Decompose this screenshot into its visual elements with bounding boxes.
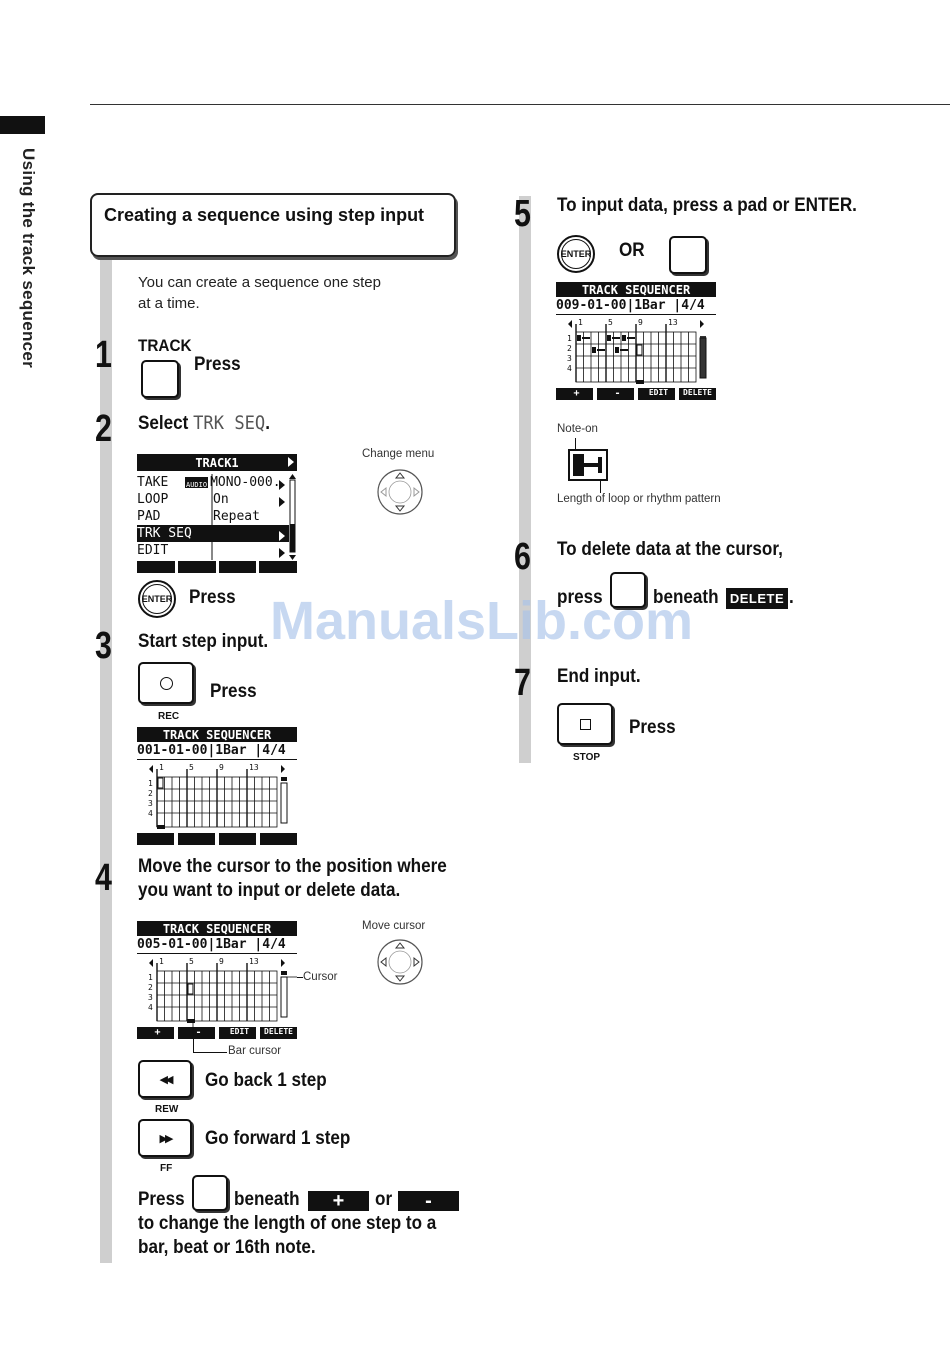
step-number-7: 7 bbox=[514, 662, 531, 704]
cursor-label: Cursor bbox=[303, 971, 338, 983]
rec-key-button[interactable] bbox=[138, 662, 194, 704]
menu-row-take[interactable]: TAKE AUDIO MONO-000. bbox=[137, 475, 281, 490]
stop-key-label: STOP bbox=[573, 752, 601, 763]
minus-soft-key[interactable]: - bbox=[398, 1190, 459, 1212]
intro-text: You can create a sequence one step at a … bbox=[138, 274, 381, 312]
track-key-button[interactable] bbox=[141, 360, 179, 398]
rew-key-label: REW bbox=[155, 1104, 179, 1115]
step6-beneath: beneath bbox=[653, 587, 719, 608]
step3-press: Press bbox=[210, 681, 257, 702]
section-tab-mark bbox=[0, 116, 45, 134]
pad-button[interactable] bbox=[669, 236, 707, 274]
dial-pad-icon[interactable] bbox=[376, 938, 424, 986]
step4-heading: Move the cursor to the position where yo… bbox=[138, 856, 447, 901]
note-on-label: Note-on bbox=[557, 423, 598, 435]
sequencer-screen-cursor: TRACK SEQUENCER 005-01-00|1Bar |4/4 1 5 … bbox=[137, 921, 297, 1039]
step5-or: OR bbox=[619, 240, 645, 261]
rew-key-button[interactable]: ◀◀ bbox=[138, 1060, 192, 1098]
enter-key-icon[interactable]: ENTER bbox=[557, 235, 595, 273]
note-on-leader bbox=[575, 438, 576, 450]
step-grid-input bbox=[556, 320, 716, 400]
step-number-4: 4 bbox=[95, 857, 112, 899]
stop-key-button[interactable] bbox=[557, 703, 613, 745]
step4-tail: to change the length of one step to a ba… bbox=[138, 1213, 437, 1258]
function-key-button[interactable] bbox=[192, 1175, 228, 1211]
screen-title: TRACK1 bbox=[137, 454, 297, 471]
function-key-button[interactable] bbox=[610, 572, 646, 608]
step4-press: Press bbox=[138, 1189, 185, 1210]
tick-labels: 1 5 9 13 bbox=[159, 763, 259, 772]
step7-press: Press bbox=[629, 717, 676, 738]
top-rule bbox=[90, 104, 950, 105]
step6-period: . bbox=[789, 587, 794, 608]
length-leader bbox=[600, 481, 601, 493]
step6-press: press bbox=[557, 587, 603, 608]
sequencer-screen-input: TRACK SEQUENCER 009-01-00|1Bar |4/4 1 5 … bbox=[556, 282, 716, 400]
left-step-stripe bbox=[100, 260, 112, 1263]
step-number-3: 3 bbox=[95, 625, 112, 667]
side-title: Using the track sequencer bbox=[19, 148, 38, 369]
menu-row-loop[interactable]: LOOP On bbox=[137, 492, 229, 507]
go-forward-label: Go forward 1 step bbox=[205, 1128, 351, 1149]
ff-key-button[interactable]: ▶▶ bbox=[138, 1119, 192, 1157]
enter-key-icon[interactable]: ENTER bbox=[138, 580, 176, 618]
plus-soft-key[interactable]: + bbox=[308, 1190, 369, 1212]
move-cursor-label: Move cursor bbox=[362, 920, 426, 932]
trk-seq-param: TRK SEQ bbox=[193, 412, 266, 434]
step3-heading: Start step input. bbox=[138, 631, 269, 652]
soft-key-labels: + - EDIT DELETE bbox=[154, 1027, 293, 1038]
menu-row-pad[interactable]: PAD Repeat bbox=[137, 509, 260, 524]
step2-press: Press bbox=[189, 587, 236, 608]
length-label: Length of loop or rhythm pattern bbox=[557, 493, 721, 505]
bar-cursor-label: Bar cursor bbox=[228, 1045, 282, 1057]
note-on-detail-icon bbox=[568, 449, 608, 481]
bar-cursor-leader-h bbox=[193, 1052, 227, 1053]
sequencer-screen-start: TRACK SEQUENCER 001-01-00|1Bar |4/4 1 5 … bbox=[137, 727, 297, 845]
step1-press: Press bbox=[194, 354, 241, 375]
dial-pad-icon[interactable] bbox=[376, 468, 424, 516]
step2-heading: Select TRK SEQ. bbox=[138, 412, 270, 434]
change-menu-label: Change menu bbox=[362, 448, 435, 460]
track1-menu-screen: TRACK1 TAKE AUDIO MONO-000. LOOP On PAD … bbox=[137, 454, 297, 573]
menu-separators bbox=[211, 474, 296, 560]
step-number-5: 5 bbox=[514, 193, 531, 235]
cursor-leader bbox=[297, 977, 303, 978]
step-number-2: 2 bbox=[95, 408, 112, 450]
step-grid bbox=[137, 765, 297, 845]
step-number-6: 6 bbox=[514, 536, 531, 578]
menu-row-trk-seq-selected[interactable]: TRK SEQ bbox=[137, 525, 289, 542]
row-labels: 1 2 3 4 bbox=[148, 779, 153, 818]
record-circle-icon bbox=[159, 676, 173, 690]
step6-heading: To delete data at the cursor, bbox=[557, 539, 783, 560]
step-grid-cursor bbox=[137, 959, 297, 1039]
soft-key-bar bbox=[137, 561, 297, 573]
audio-tag: AUDIO bbox=[185, 477, 209, 489]
watermark: ManualsLib.com bbox=[270, 591, 694, 651]
step4-beneath: beneath bbox=[234, 1189, 300, 1210]
step4-or: or bbox=[375, 1189, 393, 1210]
fast-forward-icon: ▶▶ bbox=[159, 1132, 174, 1145]
step7-heading: End input. bbox=[557, 666, 641, 687]
rec-key-label: REC bbox=[158, 711, 180, 722]
go-back-label: Go back 1 step bbox=[205, 1070, 327, 1091]
delete-soft-key[interactable]: DELETE bbox=[726, 588, 788, 609]
step-number-1: 1 bbox=[95, 334, 112, 376]
step5-heading: To input data, press a pad or ENTER. bbox=[557, 195, 857, 216]
ff-key-label: FF bbox=[160, 1163, 173, 1174]
stop-square-icon bbox=[579, 718, 591, 730]
track-key-label: TRACK bbox=[138, 336, 192, 355]
rewind-icon: ◀◀ bbox=[159, 1073, 174, 1086]
right-step-stripe bbox=[519, 196, 531, 763]
menu-row-edit[interactable]: EDIT bbox=[137, 543, 169, 558]
bar-cursor-leader-v bbox=[193, 1039, 194, 1053]
section-title-box: Creating a sequence using step input bbox=[90, 193, 456, 257]
arrow-right-icon bbox=[288, 457, 294, 467]
